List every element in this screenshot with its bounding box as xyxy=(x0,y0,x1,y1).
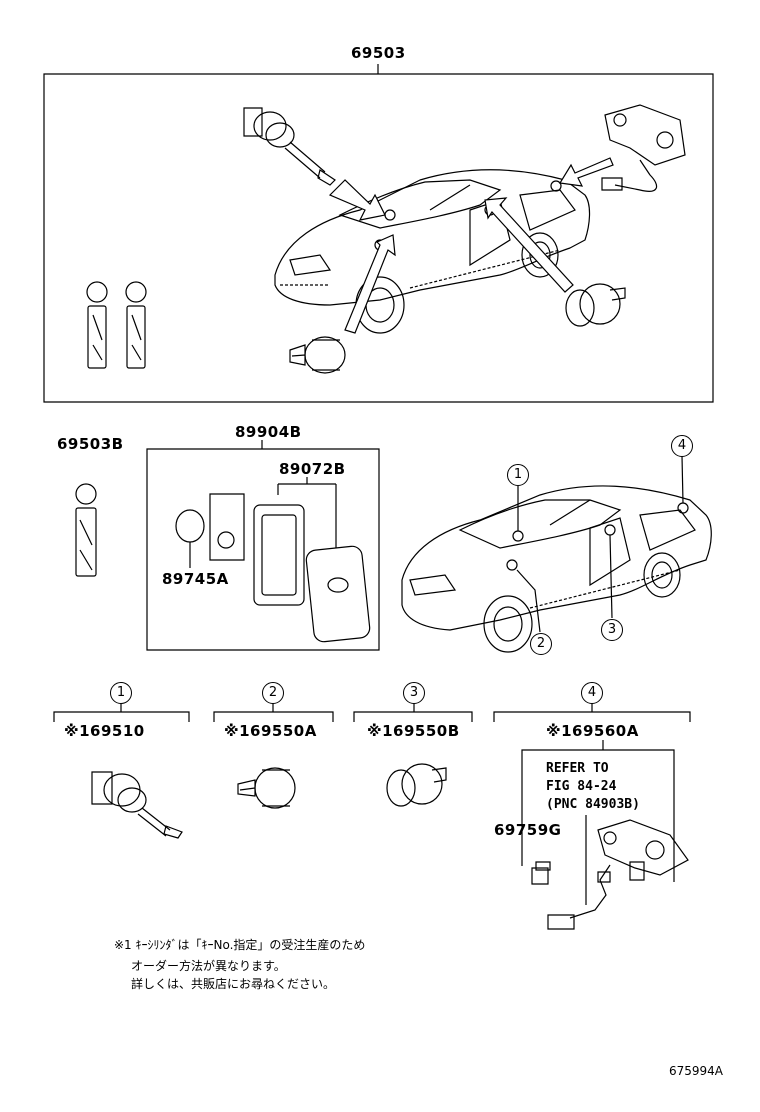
transmitter-board xyxy=(210,494,244,560)
label-89072b[interactable]: 89072B xyxy=(279,460,346,478)
label-89745a[interactable]: 89745A xyxy=(162,570,229,588)
index-circle-4: 4 xyxy=(671,435,693,457)
refer-text-line3: (PNC 84903B) xyxy=(546,797,640,812)
luggage-cylinder-top xyxy=(566,284,625,326)
key-blank-illustration xyxy=(76,484,96,576)
keys-top xyxy=(87,282,146,368)
car-top-illustration xyxy=(275,170,590,333)
transmitter-cover xyxy=(305,545,370,642)
refer-box xyxy=(522,750,674,882)
part-index-4: 4 xyxy=(581,682,603,704)
transmitter-frame xyxy=(147,449,379,650)
footnote-line2: オーダー方法が異なります。 xyxy=(131,959,286,973)
indicator-arrows xyxy=(330,158,613,333)
ignition-cylinder-top xyxy=(244,108,335,185)
figure-id: 675994A xyxy=(669,1064,724,1078)
part-index-2: 2 xyxy=(262,682,284,704)
index-circle-1: 1 xyxy=(507,464,529,486)
assembly-frame xyxy=(44,74,713,402)
label-89904b[interactable]: 89904B xyxy=(235,423,302,441)
lock-assembly-top xyxy=(602,105,685,191)
part3-illustration xyxy=(387,764,446,806)
label-part-69560a[interactable]: ※169560A xyxy=(546,722,639,740)
label-69503[interactable]: 69503 xyxy=(351,44,406,62)
battery-illustration xyxy=(176,510,204,568)
part-index-1: 1 xyxy=(110,682,132,704)
part4-illustration xyxy=(548,820,688,929)
index-circle-2: 2 xyxy=(530,633,552,655)
footnote-line1: ※1 ｷｰｼﾘﾝﾀﾞは「ｷｰNo.指定」の受注生産のため xyxy=(114,938,366,952)
refer-text-line2: FIG 84-24 xyxy=(546,779,617,794)
label-69503b[interactable]: 69503B xyxy=(57,435,124,453)
part-index-3: 3 xyxy=(403,682,425,704)
connector-illustration xyxy=(532,862,550,884)
part1-illustration xyxy=(92,772,182,838)
part2-illustration xyxy=(238,768,295,808)
refer-text-line1: REFER TO xyxy=(546,761,609,776)
index-circle-3: 3 xyxy=(601,619,623,641)
label-part-69550a[interactable]: ※169550A xyxy=(224,722,317,740)
car-index-illustration xyxy=(402,486,711,652)
door-cylinder-front-top xyxy=(290,337,345,373)
footnote-line3: 詳しくは、共販店にお尋ねください。 xyxy=(131,977,336,991)
transmitter-housing xyxy=(254,505,304,605)
label-part-69510[interactable]: ※169510 xyxy=(64,722,145,740)
label-part-69550b[interactable]: ※169550B xyxy=(367,722,460,740)
label-69759g[interactable]: 69759G xyxy=(494,821,562,839)
